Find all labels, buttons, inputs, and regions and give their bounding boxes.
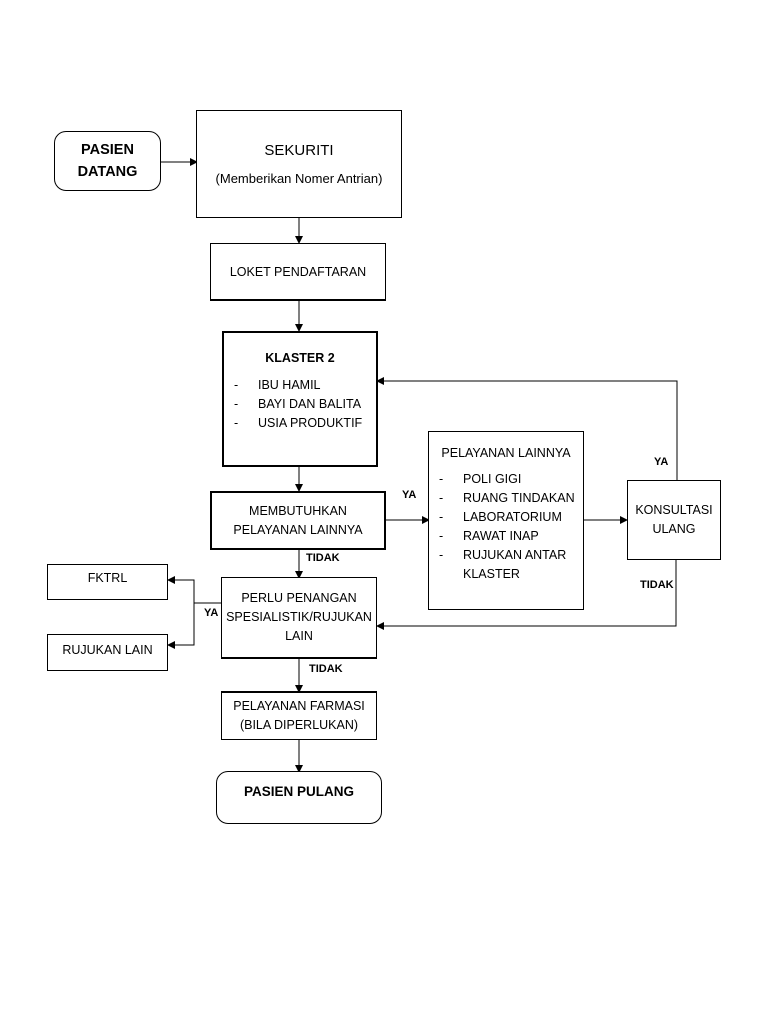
perlu-line3: LAIN	[285, 629, 313, 643]
sekuriti-title: SEKURITI	[264, 142, 334, 159]
edge-label-tidak-konsultasi: TIDAK	[640, 579, 674, 591]
end-node: PASIEN PULANG	[216, 771, 382, 824]
membutuhkan-line2: PELAYANAN LAINNYA	[233, 522, 363, 537]
pelayanan-item: RUANG TINDAKAN	[439, 489, 583, 508]
klaster-box: KLASTER 2 IBU HAMIL BAYI DAN BALITA USIA…	[222, 331, 378, 467]
fktrl-box: FKTRL	[47, 564, 168, 600]
pelayanan-item: LABORATORIUM	[439, 508, 583, 527]
pelayanan-item: RUJUKAN ANTAR KLASTER	[439, 546, 583, 584]
perlu-box: PERLU PENANGAN SPESIALISTIK/RUJUKAN LAIN	[221, 577, 377, 659]
pelayanan-lainnya-title: PELAYANAN LAINNYA	[441, 446, 571, 460]
farmasi-box: PELAYANAN FARMASI (BILA DIPERLUKAN)	[221, 691, 377, 740]
arrow-konsultasi-klaster	[376, 377, 678, 480]
membutuhkan-box: MEMBUTUHKAN PELAYANAN LAINNYA	[210, 491, 386, 550]
klaster-item: IBU HAMIL	[234, 376, 376, 395]
pelayanan-item: RAWAT INAP	[439, 527, 583, 546]
arrow-perlu-fktrl	[167, 576, 222, 604]
klaster-list: IBU HAMIL BAYI DAN BALITA USIA PRODUKTIF	[234, 376, 376, 433]
perlu-line1: PERLU PENANGAN	[241, 591, 357, 605]
konsultasi-line2: ULANG	[652, 522, 696, 536]
konsultasi-box: KONSULTASI ULANG	[627, 480, 721, 560]
sekuriti-subtitle: (Memberikan Nomer Antrian)	[215, 171, 383, 186]
edge-label-ya-membutuhkan: YA	[402, 489, 417, 501]
konsultasi-line1: KONSULTASI	[635, 503, 713, 517]
start-line2: DATANG	[77, 164, 138, 180]
pelayanan-lainnya-list: POLI GIGI RUANG TINDAKAN LABORATORIUM RA…	[439, 470, 583, 584]
loket-label: LOKET PENDAFTARAN	[229, 264, 367, 279]
fktrl-label: FKTRL	[87, 571, 128, 585]
klaster-item: BAYI DAN BALITA	[234, 395, 376, 414]
sekuriti-box: SEKURITI (Memberikan Nomer Antrian)	[196, 110, 402, 218]
arrow-konsultasi-perlu	[376, 560, 677, 630]
edge-label-tidak-perlu: TIDAK	[309, 663, 343, 675]
edge-label-ya-perlu: YA	[204, 607, 219, 619]
rujukan-lain-label: RUJUKAN LAIN	[62, 642, 153, 657]
klaster-title: KLASTER 2	[265, 351, 335, 365]
start-line1: PASIEN	[81, 142, 134, 158]
pelayanan-item: POLI GIGI	[439, 470, 583, 489]
farmasi-line2: (BILA DIPERLUKAN)	[239, 718, 359, 732]
pelayanan-lainnya-box: PELAYANAN LAINNYA POLI GIGI RUANG TINDAK…	[428, 431, 584, 610]
loket-box: LOKET PENDAFTARAN	[210, 243, 386, 301]
end-label: PASIEN PULANG	[243, 784, 354, 799]
rujukan-lain-box: RUJUKAN LAIN	[47, 634, 168, 671]
start-node: PASIEN DATANG	[54, 131, 161, 191]
membutuhkan-line1: MEMBUTUHKAN	[249, 503, 347, 518]
arrow-perlu-rujukan	[167, 603, 195, 649]
edge-label-tidak-membutuhkan: TIDAK	[306, 552, 340, 564]
edge-label-ya-konsultasi: YA	[654, 456, 669, 468]
farmasi-line1: PELAYANAN FARMASI	[233, 699, 365, 713]
klaster-item: USIA PRODUKTIF	[234, 414, 376, 433]
perlu-line2: SPESIALISTIK/RUJUKAN	[226, 610, 372, 624]
